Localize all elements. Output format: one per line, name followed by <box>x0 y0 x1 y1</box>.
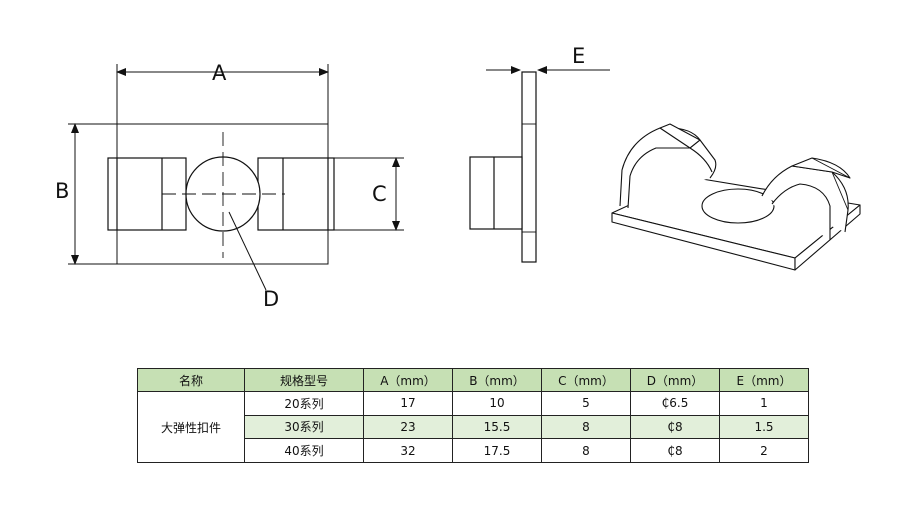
model-cell: 30系列 <box>244 414 364 440</box>
dimension-C <box>334 157 404 231</box>
label-A: A <box>212 61 227 85</box>
leader-D <box>228 211 267 291</box>
col-header-b: B（mm） <box>452 368 542 392</box>
d-cell: ₵8 <box>630 438 720 463</box>
dimension-B <box>68 123 117 265</box>
table-row: 大弹性扣件 20系列 17 10 5 ₵6.5 1 <box>137 391 809 463</box>
col-header-a: A（mm） <box>363 368 453 392</box>
side-clip <box>469 156 523 230</box>
spec-table: 名称 规格型号 A（mm） B（mm） C（mm） D（mm） E（mm） 大弹… <box>137 368 809 463</box>
col-header-name: 名称 <box>137 368 245 392</box>
col-header-model: 规格型号 <box>244 368 364 392</box>
dimension-A <box>116 64 329 124</box>
label-C: C <box>372 182 387 206</box>
model-cell: 40系列 <box>244 438 364 463</box>
table-row: 40系列 32 17.5 8 ₵8 2 <box>138 438 809 463</box>
top-view <box>107 123 335 291</box>
center-lines <box>162 132 285 258</box>
b-cell: 17.5 <box>452 438 542 463</box>
model-cell: 20系列 <box>244 391 364 416</box>
iso-right-clip-inner <box>771 183 831 240</box>
a-cell: 32 <box>363 438 453 463</box>
d-cell: ₵6.5 <box>630 391 720 416</box>
e-cell: 1.5 <box>719 414 809 440</box>
side-plate <box>521 71 537 263</box>
label-E: E <box>572 44 585 68</box>
label-B: B <box>55 179 69 203</box>
isometric-view <box>611 123 861 271</box>
product-name-cell: 大弹性扣件 <box>137 391 245 463</box>
table-row: 30系列 23 15.5 8 ₵8 1.5 <box>138 414 809 440</box>
col-header-c: C（mm） <box>541 368 631 392</box>
a-cell: 17 <box>363 391 453 416</box>
iso-hole <box>701 188 775 224</box>
label-D: D <box>263 287 279 311</box>
e-cell: 2 <box>719 438 809 463</box>
b-cell: 10 <box>452 391 542 416</box>
side-view <box>469 71 537 263</box>
table-header-row: 名称 规格型号 A（mm） B（mm） C（mm） D（mm） E（mm） <box>137 368 809 392</box>
c-cell: 8 <box>541 414 631 440</box>
col-header-e: E（mm） <box>719 368 809 392</box>
b-cell: 15.5 <box>452 414 542 440</box>
d-cell: ₵8 <box>630 414 720 440</box>
iso-left-clip-inner <box>627 147 713 209</box>
c-cell: 8 <box>541 438 631 463</box>
c-cell: 5 <box>541 391 631 416</box>
e-cell: 1 <box>719 391 809 416</box>
right-clip <box>257 157 335 231</box>
a-cell: 23 <box>363 414 453 440</box>
col-header-d: D（mm） <box>630 368 720 392</box>
